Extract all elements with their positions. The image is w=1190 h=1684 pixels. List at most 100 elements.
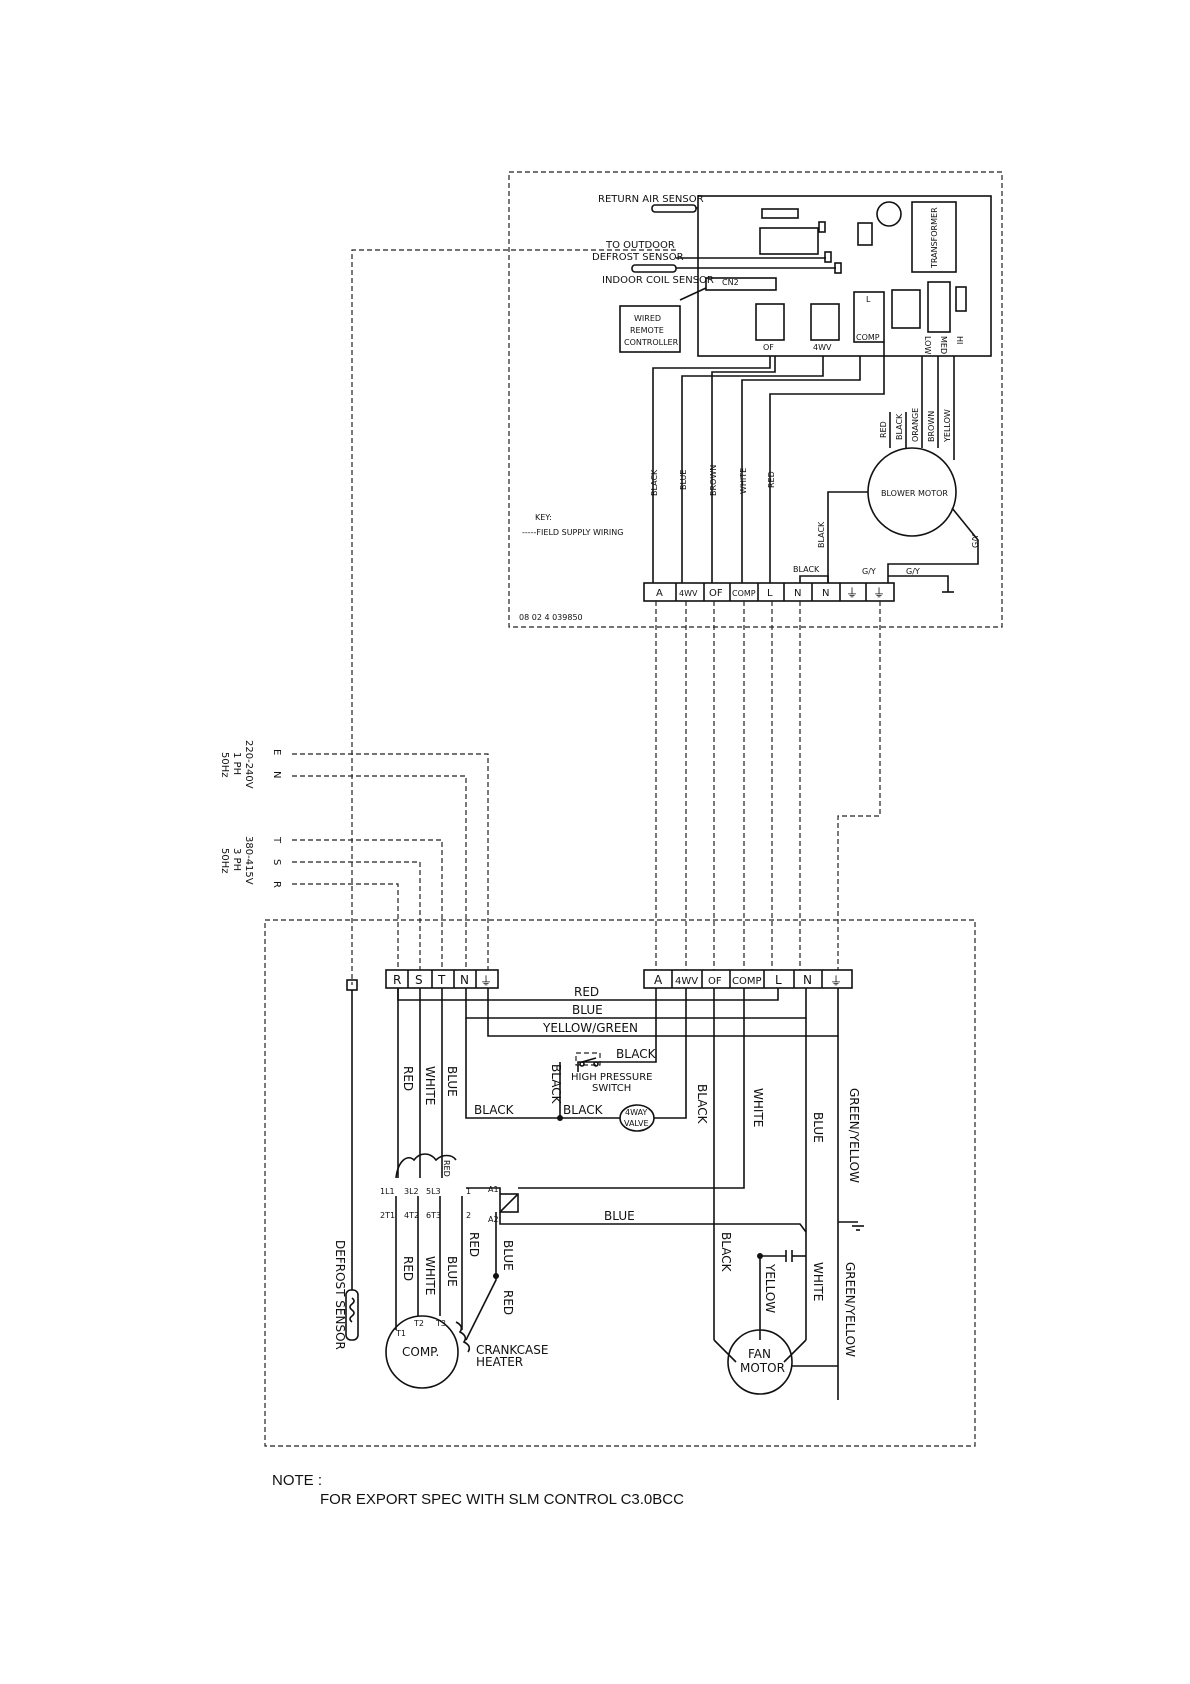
supply-blue-label: BLUE — [445, 1066, 459, 1097]
contactor-5l3: 5L3 — [426, 1187, 441, 1196]
remote-label-1: WIRED — [634, 314, 661, 323]
outdoor-term-comp: COMP — [732, 976, 762, 987]
cn2-connector — [705, 277, 777, 291]
supply-single-freq: 50Hz — [219, 752, 230, 778]
outdoor-term-s: S — [415, 973, 423, 987]
outdoor-term-4wv: 4WV — [675, 976, 698, 987]
blower-wire-red: RED — [879, 421, 888, 438]
aux-2: 2 — [466, 1211, 471, 1220]
outdoor-term-earth-r: ⏚ — [830, 974, 842, 988]
indoor-term-earth1: ⏚ — [846, 586, 858, 600]
coil-a1: A1 — [488, 1185, 499, 1194]
blower-wire-black: BLACK — [895, 413, 904, 440]
board-connector — [857, 222, 873, 246]
outdoor-term-t: T — [437, 973, 446, 987]
contactor-3l2: 3L2 — [404, 1187, 419, 1196]
wire-label-blue: BLUE — [679, 470, 688, 490]
heater-red-label-2: RED — [501, 1290, 515, 1315]
gy-vert-label: GREEN/YELLOW — [847, 1088, 861, 1183]
note-title: NOTE : — [272, 1472, 323, 1489]
outdoor-term-of: OF — [708, 976, 722, 987]
heater-red-label: RED — [467, 1232, 481, 1257]
indoor-term-n2: N — [822, 588, 829, 599]
valve-black-right: BLACK — [563, 1103, 604, 1117]
relay-4wv-label: 4WV — [813, 343, 832, 352]
n-blue-label: BLUE — [811, 1112, 825, 1143]
supply-red-label: RED — [401, 1066, 415, 1091]
indoor-terminal-strip: A 4WV OF COMP L N N ⏚ ⏚ — [643, 582, 895, 602]
fan-cap-junction — [757, 1253, 763, 1259]
blower-wire-yellow: YELLOW — [943, 409, 952, 443]
crankcase-heater — [455, 1321, 471, 1353]
hp-black-vert: BLACK — [549, 1064, 563, 1105]
relay-of — [755, 303, 785, 341]
wired-remote-controller — [619, 305, 681, 353]
junction-dot — [557, 1115, 563, 1121]
outdoor-term-r: R — [393, 973, 401, 987]
relay-of-label: OF — [763, 343, 774, 352]
board-resistor — [761, 208, 799, 219]
valve-black-left: BLACK — [474, 1103, 515, 1117]
blower-wire-orange: ORANGE — [911, 408, 920, 442]
valve-label-2: VALVE — [624, 1119, 649, 1128]
remote-label-3: CONTROLLER — [624, 338, 679, 347]
gy-link-label-1: G/Y — [862, 567, 876, 576]
fan-gy-label: GREEN/YELLOW — [843, 1262, 857, 1357]
contactor: 1L1 3L2 5L3 2T1 4T2 6T3 1 2 A1 A2 — [380, 1153, 519, 1224]
blower-black-label: BLACK — [817, 521, 826, 548]
relay-n — [891, 289, 921, 329]
indoor-term-4wv: 4WV — [679, 589, 698, 598]
tap-low: LOW — [923, 336, 932, 354]
gy-link-label-2: G/Y — [906, 567, 920, 576]
remote-label-2: REMOTE — [630, 326, 664, 335]
cn2-label: CN2 — [722, 278, 739, 287]
tap-hi: HI — [955, 336, 964, 344]
key-title: KEY: — [535, 513, 552, 522]
indoor-term-n1: N — [794, 588, 801, 599]
indoor-term-l: L — [767, 588, 773, 599]
crankcase-label-2: HEATER — [476, 1355, 523, 1369]
wire-label-black: BLACK — [650, 469, 659, 496]
contactor-4t2: 4T2 — [404, 1211, 419, 1220]
high-pressure-switch — [575, 1052, 601, 1067]
comp-t1: T1 — [395, 1329, 406, 1338]
hp-black-label: BLACK — [616, 1047, 657, 1061]
contactor-red-label: RED — [442, 1160, 451, 1177]
relay-comp-l: L — [866, 295, 871, 304]
supply-white-label: WHITE — [423, 1066, 437, 1105]
supply-three-voltage: 380-415V — [243, 836, 254, 885]
supply-three-freq: 50Hz — [219, 848, 230, 874]
comp-red-label: RED — [401, 1256, 415, 1281]
transformer-label: TRANSFORMER — [930, 207, 939, 269]
four-way-valve: 4WAY VALVE — [619, 1104, 655, 1132]
heater-junction — [493, 1273, 499, 1279]
relay-comp — [853, 291, 885, 343]
indoor-coil-sensor-icon — [631, 264, 677, 273]
aux-1: 1 — [466, 1187, 471, 1196]
blower-motor-label: BLOWER MOTOR — [881, 489, 948, 498]
comp-t3: T3 — [435, 1319, 446, 1328]
contactor-coil — [499, 1193, 519, 1213]
indoor-term-of: OF — [709, 588, 723, 599]
outdoor-term-l: L — [775, 973, 782, 987]
relay-4wv — [810, 303, 840, 341]
comp-blue-label-2: BLUE — [445, 1256, 459, 1287]
fan-label-1: FAN — [748, 1347, 771, 1361]
fan-label-2: MOTOR — [740, 1361, 785, 1375]
indoor-term-comp: COMP — [732, 589, 756, 598]
contactor-1l1: 1L1 — [380, 1187, 395, 1196]
bus-yellow-green-label: YELLOW/GREEN — [542, 1021, 638, 1035]
comp-white-label: WHITE — [751, 1088, 765, 1127]
indoor-coil-sensor-label: INDOOR COIL SENSOR — [602, 275, 714, 286]
contactor-6t3: 6T3 — [426, 1211, 441, 1220]
to-outdoor-label: TO OUTDOOR — [605, 240, 675, 251]
coil-blue-label: BLUE — [604, 1209, 635, 1223]
outdoor-term-n: N — [460, 973, 469, 987]
comp-t2: T2 — [413, 1319, 424, 1328]
indoor-unit-boundary — [508, 171, 1003, 628]
supply-r: R — [271, 881, 282, 888]
heater-blue-label: BLUE — [501, 1240, 515, 1271]
note-text: FOR EXPORT SPEC WITH SLM CONTROL C3.0BCC — [320, 1491, 684, 1508]
return-air-sensor-icon — [651, 204, 697, 213]
